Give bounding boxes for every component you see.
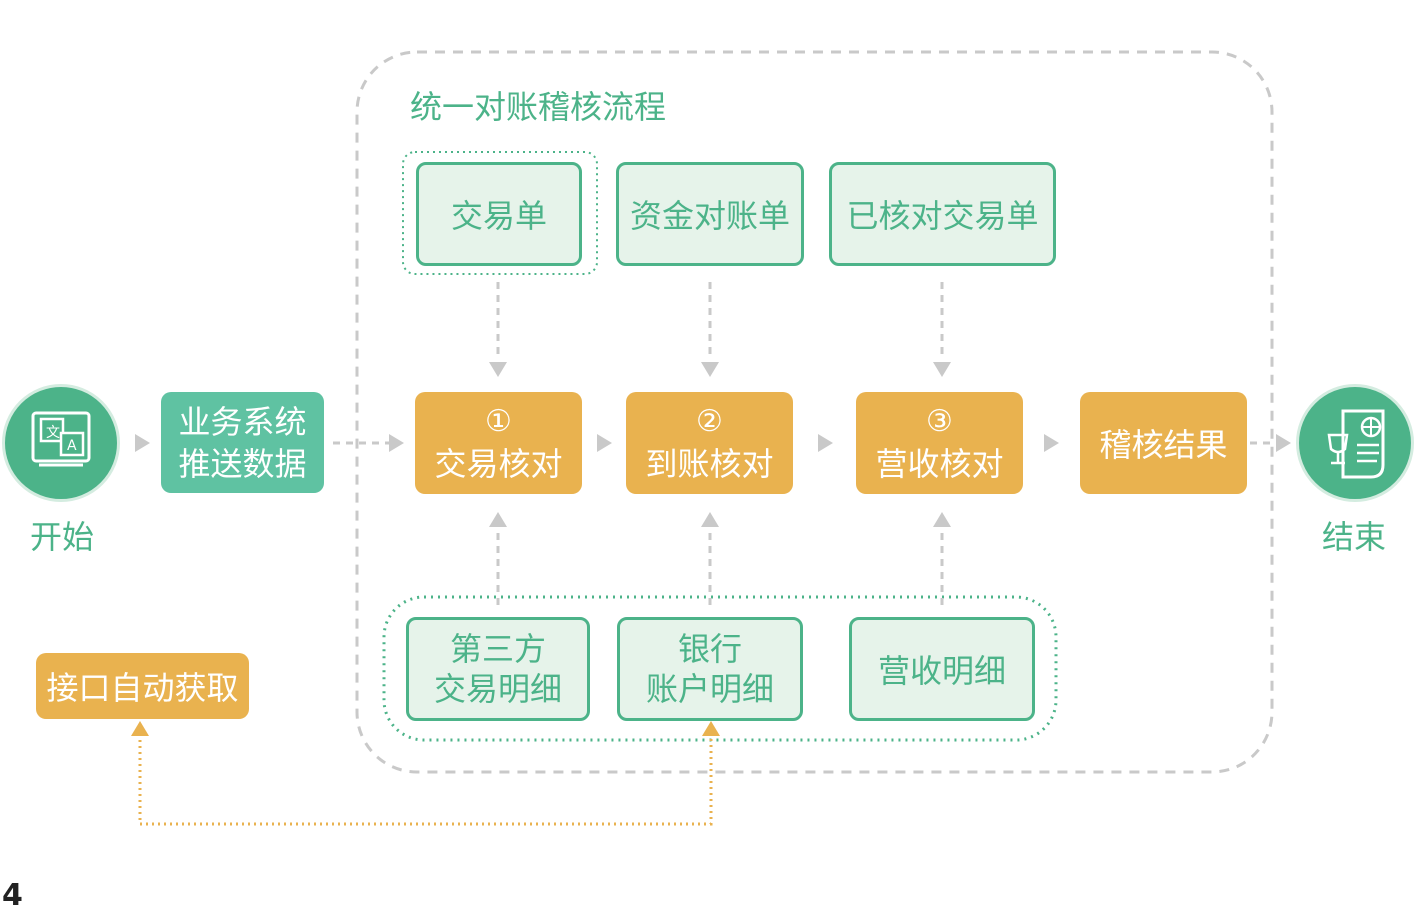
detail-1-line-2: 交易明细 (433, 670, 562, 708)
source-line-1: 业务系统 (178, 402, 307, 441)
step-revenue-check: ③ 营收核对 (856, 392, 1023, 494)
detail-2-line-1: 银行 (677, 630, 742, 668)
input-fund-statement: 资金对账单 (616, 162, 804, 266)
process-container (355, 50, 1274, 774)
svg-text:文: 文 (46, 425, 60, 441)
step-trade-check: ① 交易核对 (415, 392, 582, 494)
input-group-outline (402, 151, 598, 275)
input-verified-trade-order: 已核对交易单 (829, 162, 1056, 266)
interface-loop (138, 734, 713, 826)
translate-document-icon: 文 A (31, 411, 91, 467)
audit-result-box: 稽核结果 (1080, 392, 1247, 494)
source-line-2: 推送数据 (178, 444, 307, 483)
source-system-box: 业务系统 推送数据 (161, 392, 324, 493)
detail-1-line-1: 第三方 (449, 630, 546, 668)
step-1-number: ① (485, 404, 512, 439)
step-1-label: 交易核对 (434, 445, 563, 483)
step-2-label: 到账核对 (645, 445, 774, 483)
detail-bank-account: 银行 账户明细 (617, 617, 803, 721)
step-3-label: 营收核对 (875, 445, 1004, 483)
detail-third-party: 第三方 交易明细 (406, 617, 590, 721)
page-number: 4 (2, 878, 23, 913)
step-arrival-check: ② 到账核对 (626, 392, 793, 494)
details-group-outline (382, 595, 1058, 742)
detail-revenue: 营收明细 (849, 617, 1035, 721)
start-label: 开始 (30, 518, 95, 556)
input-trade-order: 交易单 (416, 162, 582, 266)
step-2-number: ② (696, 404, 723, 439)
end-label: 结束 (1322, 518, 1387, 556)
report-document-icon (1327, 409, 1385, 479)
start-node: 文 A (2, 384, 120, 502)
interface-auto-fetch: 接口自动获取 (36, 653, 249, 719)
step-3-number: ③ (926, 404, 953, 439)
detail-2-line-2: 账户明细 (645, 670, 774, 708)
process-title: 统一对账稽核流程 (410, 88, 667, 126)
end-node (1296, 384, 1414, 502)
svg-text:A: A (67, 438, 77, 454)
